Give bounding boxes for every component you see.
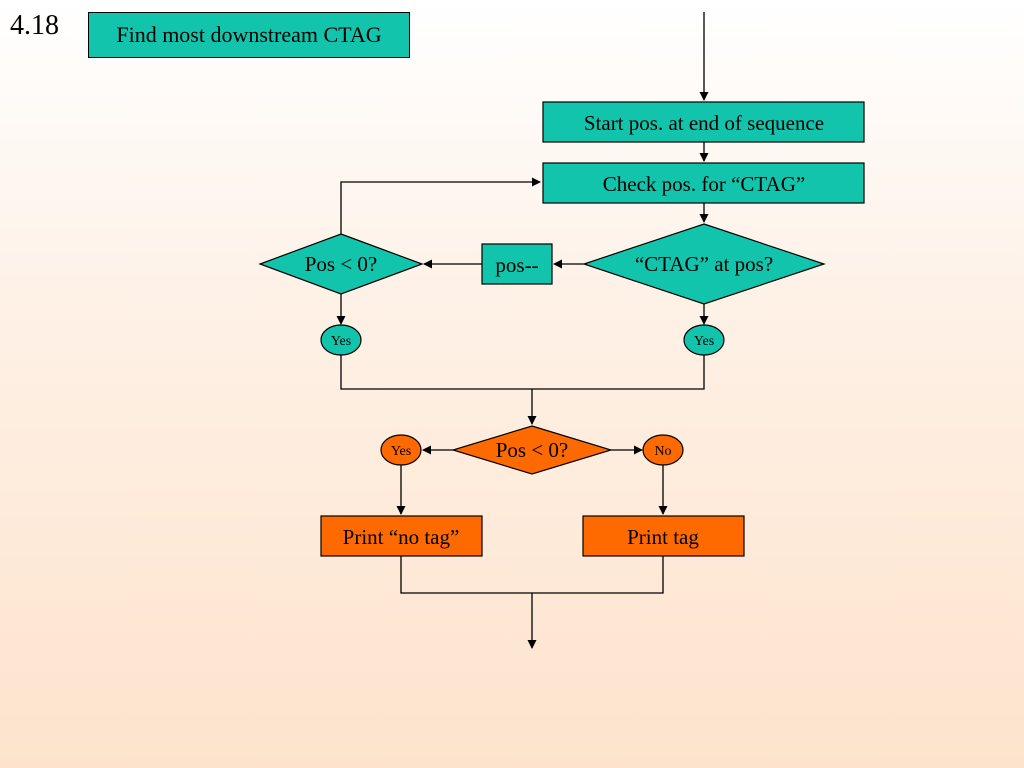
connectors [336,12,709,649]
print-no-tag-label: Print “no tag” [343,525,460,549]
slide-title: Find most downstream CTAG [88,12,410,58]
check-label: Check pos. for “CTAG” [603,172,805,196]
no-final-label: No [654,444,671,459]
print-no-tag-node: Print “no tag” [320,515,483,557]
yes-right-badge: Yes [683,324,725,356]
ctag-at-pos-label: “CTAG” at pos? [635,252,773,276]
slide-number: 4.18 [10,10,59,41]
start-label: Start pos. at end of sequence [584,111,824,135]
print-tag-label: Print tag [627,525,699,549]
start-node: Start pos. at end of sequence [542,101,865,143]
pos-check-top-label: Pos < 0? [305,252,378,276]
pos-check-final-decision: Pos < 0? [450,425,614,475]
yes-final-badge: Yes [380,434,422,466]
ctag-at-pos-decision: “CTAG” at pos? [582,223,826,305]
yes-left-badge: Yes [320,324,362,356]
loop-back-arrow [340,177,541,234]
print-tag-node: Print tag [582,515,745,557]
pos-check-final-label: Pos < 0? [496,438,569,462]
decrement-label: pos-- [495,253,538,277]
yes-final-label: Yes [391,444,411,459]
no-final-badge: No [642,434,684,466]
print-merge-line [400,556,664,594]
decrement-node: pos-- [481,243,553,285]
yes-left-label: Yes [331,334,351,349]
check-node: Check pos. for “CTAG” [542,162,865,204]
yes-right-label: Yes [694,334,714,349]
yes-merge-line [340,355,705,390]
pos-check-top-decision: Pos < 0? [258,233,424,295]
